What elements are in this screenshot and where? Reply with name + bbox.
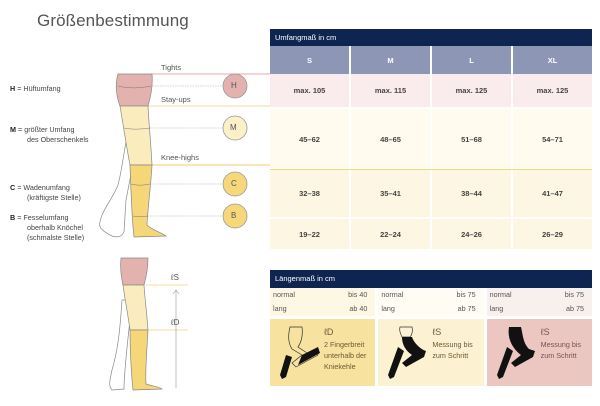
- circumference-table: Umfangmaß in cm S M L XL max. 105 max. 1…: [270, 29, 592, 249]
- legend-h-text: Hüftumfang: [23, 84, 61, 93]
- length-label: normal: [381, 290, 404, 299]
- length-desc: Messung bis: [540, 340, 582, 349]
- length-table: Längenmaß in cm normal bis 40 lang ab 40 ℓ…: [270, 270, 592, 386]
- marker-c: C: [231, 179, 237, 188]
- table-cell: 51–68: [432, 109, 513, 169]
- legend-b-text2: oberhalb Knöchel: [27, 223, 83, 232]
- length-row-normal: normal bis 75: [378, 288, 484, 302]
- page-title: Größenbestimmung: [37, 11, 189, 30]
- table-cell: 41–47: [513, 170, 592, 217]
- legend-h: H = Hüftumfang: [10, 84, 61, 93]
- length-row-normal: normal bis 75: [486, 288, 592, 302]
- length-desc: zum Schritt: [432, 351, 469, 360]
- length-desc: Kniekehle: [324, 362, 356, 371]
- legend-m-text2: des Oberschenkels: [27, 135, 89, 144]
- length-col-stayups: normal bis 75 lang ab 75 ℓS Messung bis zu…: [378, 288, 484, 386]
- table-cell: max. 125: [432, 74, 513, 107]
- legend-c-key: C: [10, 183, 16, 192]
- legend-b-text3: (schmalste Stelle): [27, 233, 85, 242]
- table-cell: 22–24: [351, 219, 432, 249]
- table-cell: 45–62: [270, 109, 351, 169]
- length-desc: 2 Fingerbreit: [324, 340, 365, 349]
- length-value: bis 40: [348, 290, 368, 299]
- legend-b-text1: Fesselumfang: [23, 213, 69, 222]
- size-s: S: [270, 46, 351, 74]
- length-desc: zum Schritt: [540, 351, 577, 360]
- table-row-m: 45–62 48–65 51–68 54–71: [270, 107, 592, 169]
- marker-b: B: [231, 211, 237, 220]
- legend-b-key: B: [10, 213, 16, 222]
- legend-b: B = Fesselumfang oberhalb Knöchel (schma…: [10, 213, 85, 242]
- table-cell: 54–71: [513, 109, 592, 169]
- length-col-tights: normal bis 75 lang ab 75 ℓS Messung bis zu…: [486, 288, 592, 386]
- size-m: M: [351, 46, 432, 74]
- length-card-text: ℓS Messung bis zum Schritt: [541, 327, 581, 361]
- circumference-table-header: Umfangmaß in cm: [270, 29, 592, 46]
- length-table-header: Längenmaß in cm: [270, 270, 592, 288]
- size-xl: XL: [513, 46, 592, 74]
- length-marker-ld: ℓD: [171, 318, 180, 327]
- length-label: normal: [273, 290, 295, 299]
- length-card-text: ℓS Messung bis zum Schritt: [432, 327, 472, 361]
- kneehigh-leg-icon: [280, 326, 320, 379]
- tights-leg-icon: [496, 327, 535, 379]
- length-card-kneehighs: ℓD 2 Fingerbreit unterhalb der Kniekehle: [270, 319, 376, 386]
- table-cell: 48–65: [351, 109, 432, 169]
- table-cell: 38–44: [432, 170, 513, 217]
- stayup-leg-icon: [388, 326, 427, 379]
- length-label: normal: [489, 290, 512, 299]
- length-label: lang: [381, 304, 395, 313]
- table-row-h: max. 105 max. 115 max. 125 max. 125: [270, 74, 592, 107]
- length-card-stayups: ℓS Messung bis zum Schritt: [378, 319, 484, 386]
- length-value: ab 40: [349, 304, 368, 313]
- length-row-lang: lang ab 75: [378, 302, 484, 316]
- length-row-lang: lang ab 40: [270, 302, 376, 316]
- length-symbol: ℓD: [324, 327, 334, 337]
- table-row-c: 32–38 35–41 38–44 41–47: [270, 169, 592, 217]
- marker-m: M: [230, 123, 237, 132]
- length-label: lang: [489, 304, 504, 313]
- length-card-tights: ℓS Messung bis zum Schritt: [486, 319, 592, 386]
- length-symbol: ℓS: [432, 327, 442, 337]
- legend-c-text2: (kräftigste Stelle): [27, 193, 81, 202]
- zone-stayups: Stay-ups: [161, 95, 191, 104]
- table-cell: max. 115: [351, 74, 432, 107]
- length-col-kneehighs: normal bis 40 lang ab 40 ℓD 2 Fingerbreit …: [270, 288, 376, 386]
- length-value: ab 75: [565, 304, 584, 313]
- length-symbol: ℓS: [540, 327, 550, 337]
- length-row-lang: lang ab 75: [486, 302, 592, 316]
- marker-h: H: [231, 81, 237, 90]
- legend-m: M = größter Umfang des Oberschenkels: [10, 125, 89, 144]
- legend-m-key: M: [10, 125, 16, 134]
- length-value: bis 75: [564, 290, 584, 299]
- zone-kneehighs: Knee-highs: [161, 153, 199, 162]
- table-cell: max. 105: [270, 74, 351, 107]
- length-marker-ls: ℓS: [171, 273, 179, 282]
- zone-tights: Tights: [161, 63, 182, 72]
- size-header-row: S M L XL: [270, 46, 592, 74]
- table-cell: 26–29: [513, 219, 592, 249]
- length-desc: Messung bis: [432, 340, 473, 349]
- length-desc: unterhalb der: [324, 351, 367, 360]
- length-card-text: ℓD 2 Fingerbreit unterhalb der Kniekehle: [324, 327, 366, 372]
- legend-m-text1: größter Umfang: [24, 125, 75, 134]
- legend-c: C = Wadenumfang (kräftigste Stelle): [10, 183, 81, 202]
- table-cell: 32–38: [270, 170, 351, 217]
- table-row-b: 19–22 22–24 24–26 26–29: [270, 217, 592, 249]
- legend-c-text1: Wadenumfang: [23, 183, 70, 192]
- table-cell: max. 125: [513, 74, 592, 107]
- size-l: L: [432, 46, 513, 74]
- table-cell: 19–22: [270, 219, 351, 249]
- table-cell: 24–26: [432, 219, 513, 249]
- table-cell: 35–41: [351, 170, 432, 217]
- length-row-normal: normal bis 40: [270, 288, 376, 302]
- length-value: bis 75: [456, 290, 476, 299]
- legend-h-key: H: [10, 84, 16, 93]
- length-label: lang: [273, 304, 287, 313]
- length-value: ab 75: [457, 304, 476, 313]
